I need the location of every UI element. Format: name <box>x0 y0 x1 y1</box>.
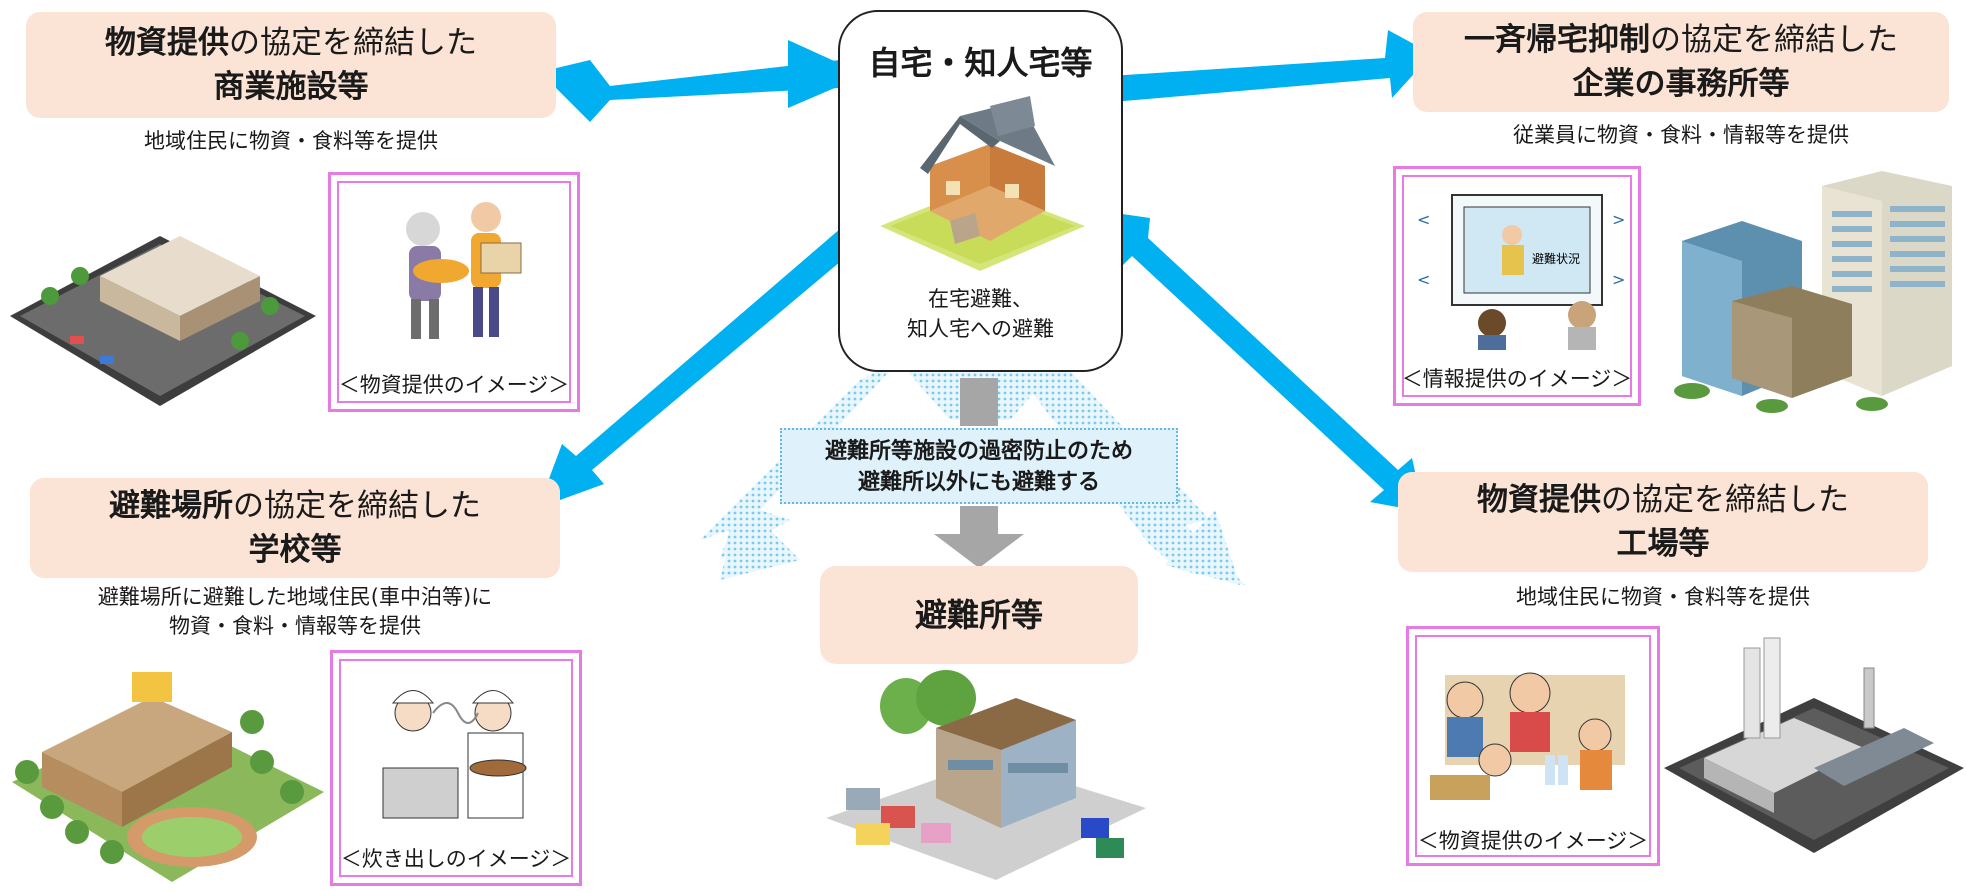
factory-title-rest: の協定を締結した <box>1601 482 1849 518</box>
banner-line1: 避難所等施設の過密防止のため <box>824 439 1133 464</box>
office-title-bold: 一斉帰宅抑制 <box>1464 22 1650 58</box>
svg-text:<: < <box>1417 270 1430 289</box>
commercial-title-bold: 物資提供 <box>105 25 229 61</box>
office-desc: 従業員に物資・食料・情報等を提供 <box>1513 123 1849 147</box>
office-image-frame: 避難状況 < > < > ＜情報提供のイメージ＞ <box>1393 166 1641 406</box>
arrow-center-office <box>1110 30 1432 102</box>
arrow-center-school <box>538 210 878 508</box>
home-subtitle-line1: 在宅避難、 <box>928 287 1033 311</box>
soup-kitchen-illustration <box>382 690 527 819</box>
gray-arrow-up <box>960 378 998 426</box>
home-subtitle: 在宅避難、 知人宅への避難 <box>840 284 1121 344</box>
school-desc: 避難場所に避難した地域住民(車中泊等)に 物資・食料・情報等を提供 <box>20 583 570 641</box>
school-desc-line1: 避難場所に避難した地域住民(車中泊等)に <box>97 585 493 609</box>
office-title-rest: の協定を締結した <box>1650 22 1898 58</box>
school-building-illustration <box>12 672 324 882</box>
banner-line2: 避難所以外にも避難する <box>857 470 1100 495</box>
factory-image-caption: ＜物資提供のイメージ＞ <box>1417 829 1649 853</box>
school-image-caption: ＜炊き出しのイメージ＞ <box>340 847 572 871</box>
commercial-image-caption: ＜物資提供のイメージ＞ <box>338 373 570 397</box>
office-title-line2: 企業の事務所等 <box>1572 66 1790 102</box>
commercial-title-rest: の協定を締結した <box>229 25 477 61</box>
commercial-desc: 地域住民に物資・食料等を提供 <box>144 129 438 153</box>
gray-arrow-down <box>934 506 1024 568</box>
svg-text:>: > <box>1612 270 1625 289</box>
school-image-frame: ＜炊き出しのイメージ＞ <box>330 650 582 886</box>
school-title-line2: 学校等 <box>248 532 342 568</box>
commercial-image-frame: ＜物資提供のイメージ＞ <box>328 172 580 412</box>
home-box: 自宅・知人宅等 在宅避難、 知人宅への避難 <box>838 10 1123 372</box>
office-image-caption: ＜情報提供のイメージ＞ <box>1401 367 1633 391</box>
school-desc-line2: 物資・食料・情報等を提供 <box>169 614 421 638</box>
svg-text:>: > <box>1612 210 1625 229</box>
dispersal-banner: 避難所等施設の過密防止のため 避難所以外にも避難する <box>780 428 1178 504</box>
commercial-building-illustration <box>10 236 316 406</box>
factory-building-illustration <box>1664 637 1964 853</box>
factory-desc: 地域住民に物資・食料等を提供 <box>1516 585 1810 609</box>
home-subtitle-line2: 知人宅への避難 <box>907 317 1054 341</box>
school-title-bold: 避難場所 <box>109 488 233 524</box>
factory-title-bold: 物資提供 <box>1477 482 1601 518</box>
commercial-title-box: 物資提供の協定を締結した 商業施設等 <box>26 12 556 118</box>
home-title: 自宅・知人宅等 <box>868 44 1093 82</box>
information-screen-illustration: 避難状況 < > < > <box>1417 194 1625 350</box>
goods-distribution-illustration <box>1430 672 1625 800</box>
office-building-illustration <box>1674 171 1952 413</box>
arrow-center-commercial <box>540 40 865 122</box>
factory-image-frame: ＜物資提供のイメージ＞ <box>1406 626 1660 866</box>
shelter-building-illustration <box>826 670 1146 880</box>
school-title-box: 避難場所の協定を締結した 学校等 <box>30 478 560 578</box>
factory-title-box: 物資提供の協定を締結した 工場等 <box>1398 472 1928 572</box>
svg-text:<: < <box>1417 210 1430 229</box>
commercial-title-line2: 商業施設等 <box>213 69 369 105</box>
svg-text:避難状況: 避難状況 <box>1532 251 1580 266</box>
factory-title-line2: 工場等 <box>1616 526 1710 562</box>
house-illustration <box>880 96 1085 271</box>
shelter-box: 避難所等 <box>820 566 1138 664</box>
school-title-rest: の協定を締結した <box>233 488 481 524</box>
office-title-box: 一斉帰宅抑制の協定を締結した 企業の事務所等 <box>1413 12 1949 112</box>
goods-handover-illustration <box>406 202 522 339</box>
arrow-center-factory <box>1108 212 1424 512</box>
